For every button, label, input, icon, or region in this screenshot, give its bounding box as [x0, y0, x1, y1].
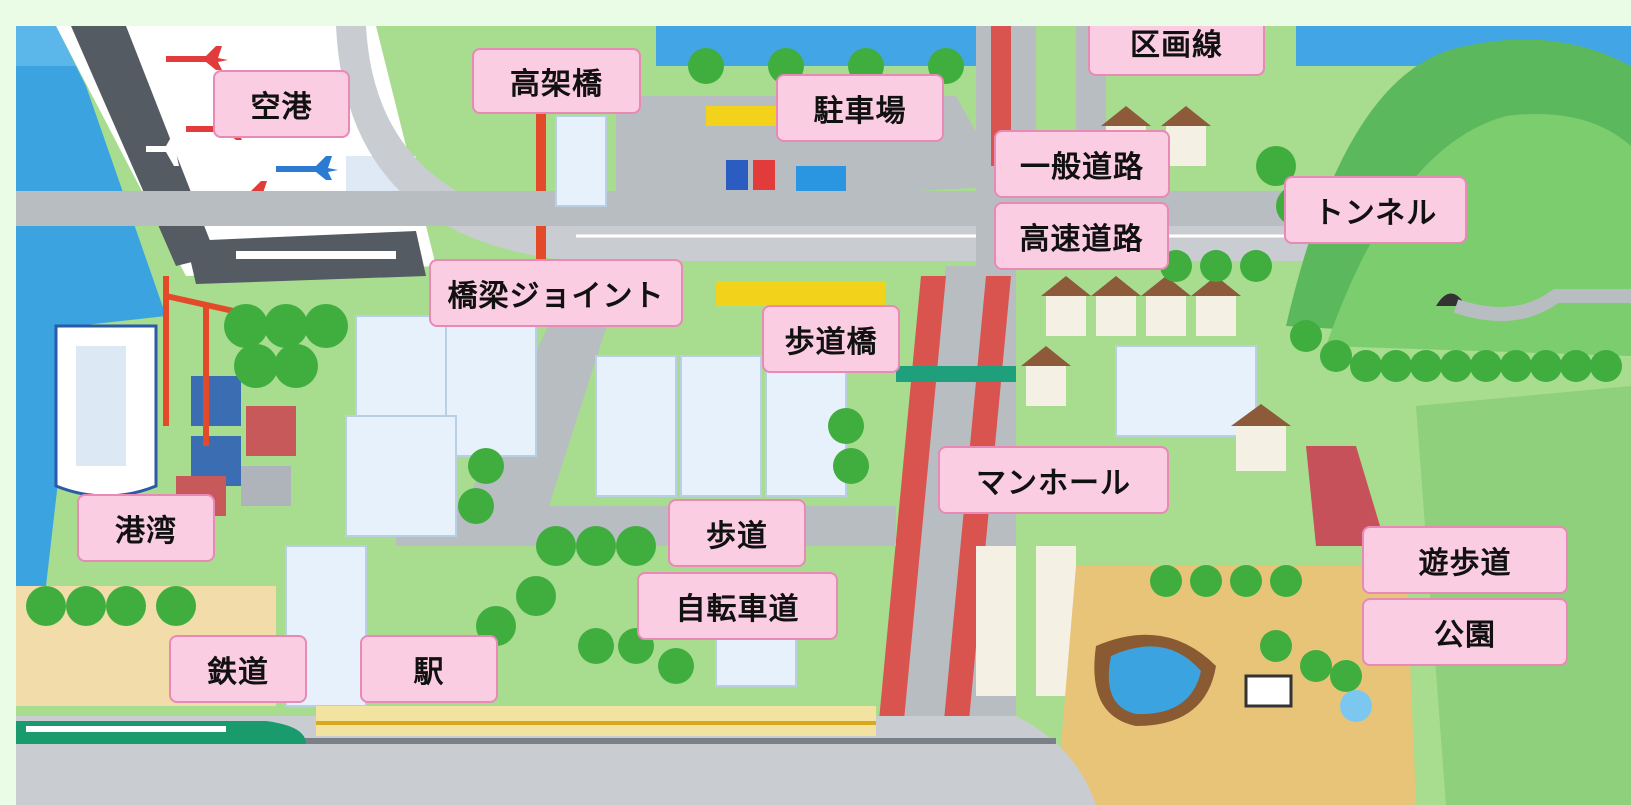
tree-icon [26, 48, 1622, 692]
label-promenade[interactable]: 遊歩道 [1362, 526, 1568, 594]
label-viaduct[interactable]: 高架橋 [472, 48, 641, 114]
car-icon [753, 160, 775, 190]
house-icon [976, 106, 1291, 696]
sea [16, 26, 166, 586]
label-airport[interactable]: 空港 [213, 70, 350, 138]
label-station[interactable]: 駅 [360, 635, 498, 703]
promenade [1306, 446, 1386, 546]
label-parking[interactable]: 駐車場 [776, 74, 944, 142]
expressway [871, 276, 946, 805]
label-footbridge[interactable]: 歩道橋 [762, 305, 900, 373]
label-bicycle-path[interactable]: 自転車道 [637, 572, 838, 640]
label-park[interactable]: 公園 [1362, 598, 1568, 666]
park [1056, 566, 1416, 805]
label-bridge-joint[interactable]: 橋梁ジョイント [429, 259, 683, 327]
city-map: 空港 高架橋 駐車場 区画線 一般道路 トンネル 高速道路 橋梁ジョイント 歩道… [16, 26, 1631, 805]
label-harbor[interactable]: 港湾 [77, 494, 215, 562]
pond-icon [1108, 646, 1201, 715]
label-tunnel[interactable]: トンネル [1284, 176, 1467, 244]
label-expressway[interactable]: 高速道路 [994, 202, 1169, 270]
bridge-tower [536, 96, 546, 276]
label-sidewalk[interactable]: 歩道 [668, 499, 806, 567]
footbridge [896, 366, 1016, 382]
label-railway[interactable]: 鉄道 [169, 635, 307, 703]
label-manhole[interactable]: マンホール [938, 446, 1169, 514]
label-general-road[interactable]: 一般道路 [994, 130, 1170, 198]
signboard-icon [1244, 674, 1293, 708]
label-lane-marking[interactable]: 区画線 [1088, 26, 1265, 76]
car-icon [726, 160, 748, 190]
train-icon [16, 721, 306, 744]
farm-field [1416, 386, 1631, 805]
fountain-icon [1340, 690, 1372, 722]
